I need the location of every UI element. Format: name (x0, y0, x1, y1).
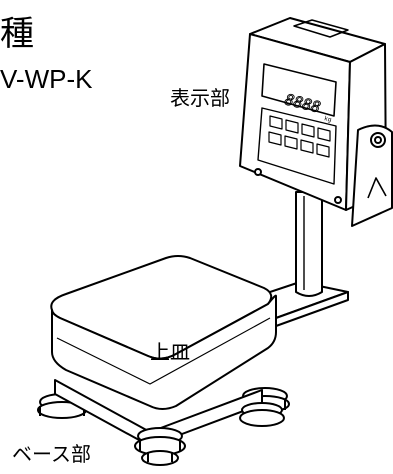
lcd-window (261, 63, 337, 117)
key-2 (285, 119, 299, 134)
key-6 (284, 135, 298, 150)
column-pole (295, 191, 323, 297)
label-base: ベース部 (12, 442, 91, 466)
lcd-unit: kg (324, 115, 333, 124)
key-5 (268, 131, 282, 146)
key-7 (300, 139, 314, 154)
key-8 (316, 143, 330, 158)
display-unit (239, 17, 393, 227)
pan-side (51, 294, 277, 410)
display-side-bracket (351, 124, 393, 227)
leveling-foot-right (239, 402, 285, 427)
title-character: 種 (0, 14, 34, 54)
key-3 (301, 123, 315, 138)
key-4 (317, 127, 331, 142)
label-pan: 上皿 (150, 340, 190, 364)
label-display-unit: 表示部 (170, 86, 230, 110)
model-number: V-WP-K (0, 64, 93, 94)
leveling-foot-front-center (134, 427, 186, 466)
key-1 (269, 115, 283, 130)
